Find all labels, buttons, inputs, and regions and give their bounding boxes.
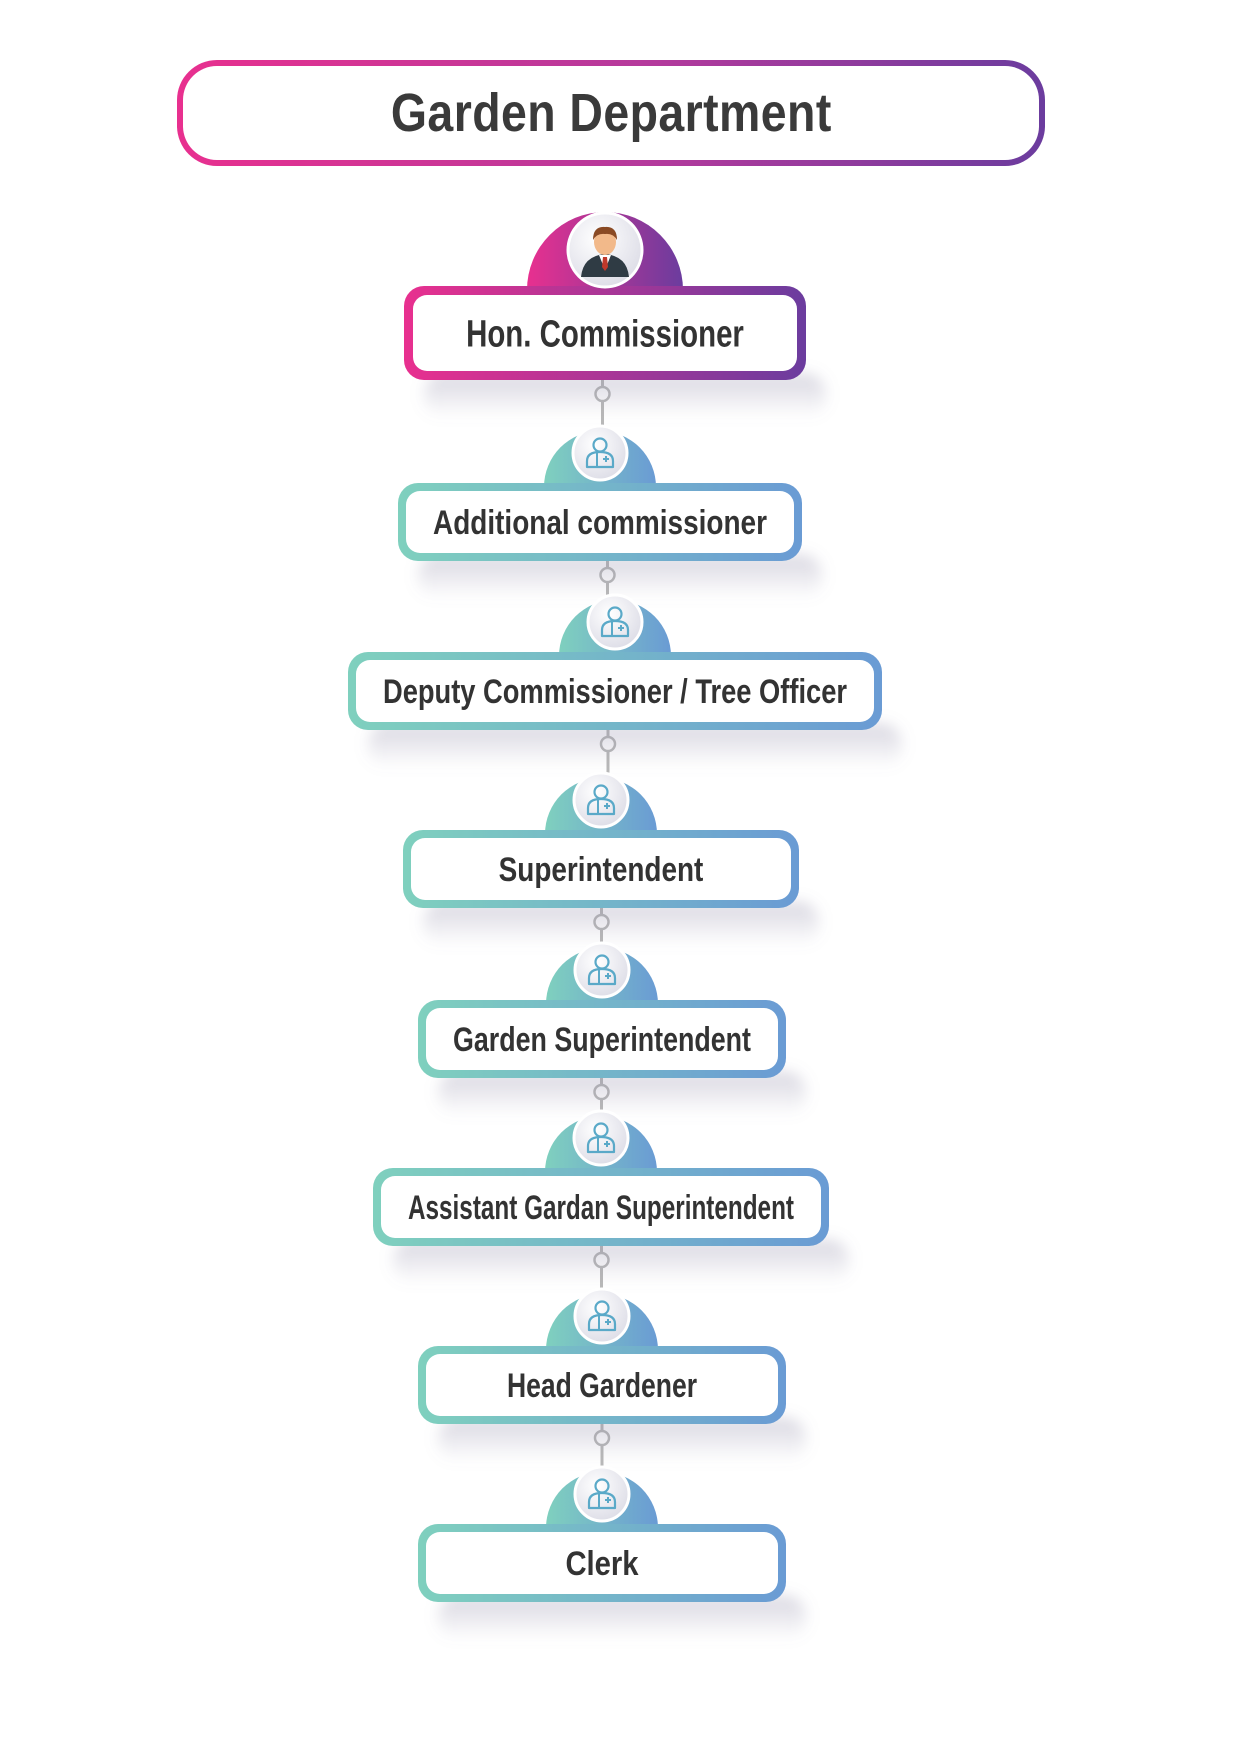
doctor-person-icon [573, 941, 631, 999]
node-label: Superintendent [499, 851, 704, 889]
doctor-person-icon [573, 1287, 631, 1345]
node-box [426, 1532, 778, 1594]
org-node: Hon. Commissioner [404, 211, 826, 418]
node-shadow [424, 374, 826, 418]
doctor-person-icon [573, 1465, 631, 1523]
node-label: Head Gardener [507, 1367, 697, 1405]
org-node: Additional commissioner [398, 424, 822, 599]
doctor-person-icon [586, 593, 644, 651]
node-box [411, 838, 791, 900]
node-shadow [393, 1240, 849, 1284]
diagram-title-inner: Garden Department [183, 66, 1039, 160]
doctor-person-icon [571, 424, 629, 482]
node-box [413, 295, 797, 371]
node-shadow [423, 902, 819, 946]
node-box [426, 1008, 778, 1070]
businessman-avatar-icon [566, 211, 644, 289]
node-label: Additional commissioner [433, 504, 767, 542]
diagram-title-frame: Garden Department [177, 60, 1045, 166]
diagram-title: Garden Department [390, 83, 832, 143]
node-label: Deputy Commissioner / Tree Officer [383, 673, 847, 711]
org-node: Assistant Gardan Superintendent [373, 1109, 849, 1284]
doctor-person-icon [572, 771, 630, 829]
node-label: Garden Superintendent [453, 1021, 751, 1059]
node-label: Assistant Gardan Superintendent [408, 1189, 794, 1227]
doctor-person-icon [572, 1109, 630, 1167]
node-label: Clerk [565, 1545, 638, 1583]
node-box [426, 1354, 778, 1416]
node-box [381, 1176, 821, 1238]
org-node: Superintendent [403, 771, 819, 946]
node-shadow [438, 1596, 806, 1640]
node-box [406, 491, 794, 553]
org-node: Head Gardener [418, 1287, 806, 1462]
node-shadow [368, 724, 902, 768]
org-node: Deputy Commissioner / Tree Officer [348, 593, 902, 768]
org-node: Garden Superintendent [418, 941, 806, 1116]
node-box [356, 660, 874, 722]
org-node: Clerk [418, 1465, 806, 1640]
node-shadow [438, 1418, 806, 1462]
node-label: Hon. Commissioner [466, 314, 744, 356]
node-shadow [418, 555, 822, 599]
node-shadow [438, 1072, 806, 1116]
